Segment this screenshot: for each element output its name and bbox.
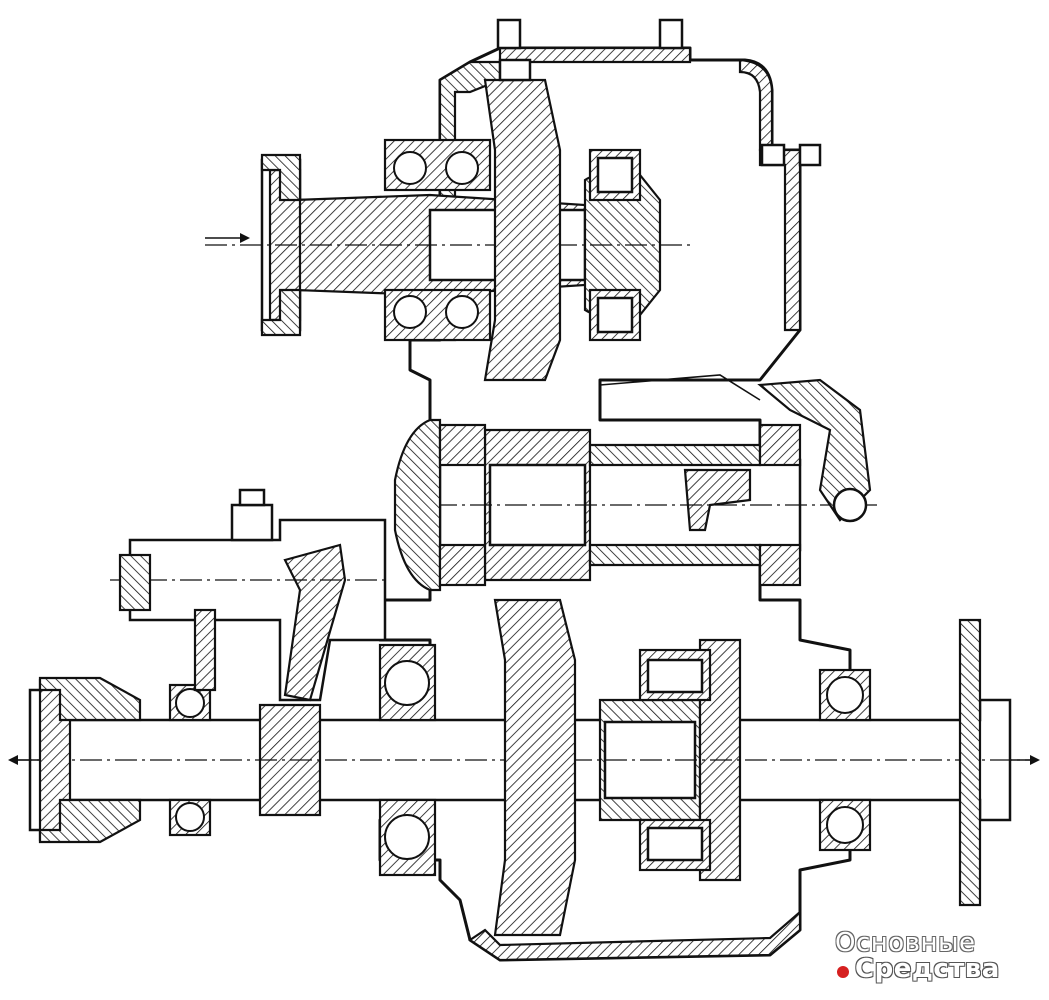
watermark-dot-icon [837, 966, 849, 978]
shift-lever-right [599, 374, 872, 523]
top-bolts [496, 18, 822, 167]
output-arrow-left-icon [8, 755, 40, 765]
watermark-line1: Основные [835, 928, 976, 958]
shift-fork-left [110, 488, 390, 702]
lower-bearings [168, 643, 872, 877]
left-flange [38, 676, 142, 844]
watermark-logo: Основные Средства [835, 928, 1035, 990]
housing-outline [378, 46, 852, 962]
lower-gear [493, 598, 577, 937]
input-arrow-icon [205, 233, 250, 243]
upper-bearings [383, 138, 642, 342]
top-left-flange [260, 153, 302, 337]
intermediate-shaft [393, 418, 880, 592]
output-arrow-right-icon [1010, 755, 1040, 765]
watermark-line2: Средства [855, 954, 1000, 984]
upper-gear [483, 58, 562, 382]
